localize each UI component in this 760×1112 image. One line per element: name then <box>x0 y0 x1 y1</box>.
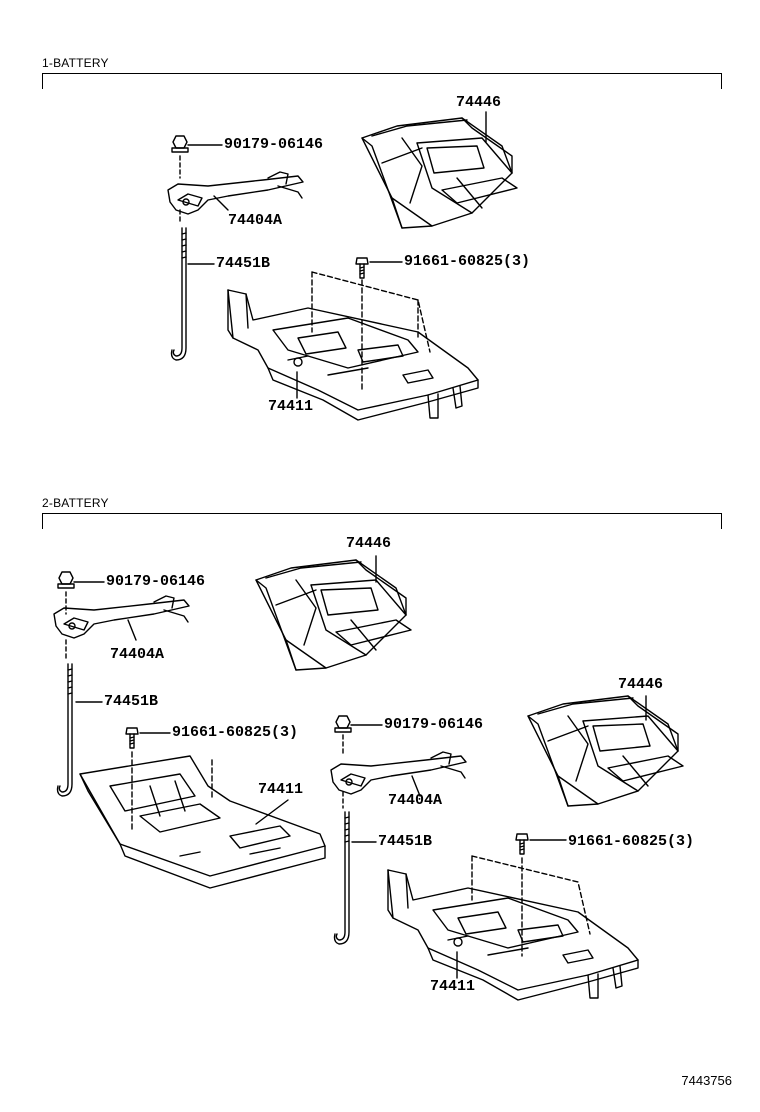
s2a-label-bolt: 91661-60825(3) <box>172 724 299 741</box>
s2a-rod-74451B <box>56 663 73 797</box>
s2b-bolt <box>515 833 529 855</box>
s1-label-clamp: 74404A <box>228 212 283 229</box>
s2a-label-clamp: 74404A <box>110 646 165 663</box>
s1-cover-74446 <box>361 117 518 229</box>
s1-label-tray: 74411 <box>268 398 314 415</box>
s2a-nut <box>57 571 75 589</box>
section-title-2-battery: 2-BATTERY <box>42 496 109 510</box>
s2b-tray-74411 <box>387 869 639 1001</box>
s2a-label-tray: 74411 <box>258 781 304 798</box>
s2a-label-nut: 90179-06146 <box>106 573 206 590</box>
s2a-bolt <box>125 727 139 749</box>
section-bracket-2 <box>42 513 722 529</box>
s2b-label-tray: 74411 <box>430 978 476 995</box>
s2a-label-cover: 74446 <box>346 535 392 552</box>
s1-label-rod: 74451B <box>216 255 271 272</box>
section-title-1-battery: 1-BATTERY <box>42 56 109 70</box>
s2b-clamp-74404A <box>330 751 467 795</box>
s2b-label-rod: 74451B <box>378 833 433 850</box>
figure-number: 7443756 <box>681 1073 732 1088</box>
s1-bolt <box>355 257 369 279</box>
section-bracket-1 <box>42 73 722 89</box>
s2b-nut <box>334 715 352 733</box>
s1-label-cover: 74446 <box>456 94 502 111</box>
s1-label-bolt: 91661-60825(3) <box>404 253 531 270</box>
s2b-label-nut: 90179-06146 <box>384 716 484 733</box>
s2a-tray-74411 <box>79 755 326 889</box>
s2a-clamp-74404A <box>53 595 190 639</box>
s2b-label-cover: 74446 <box>618 676 664 693</box>
s2b-rod-74451B <box>333 811 350 945</box>
s2b-label-clamp: 74404A <box>388 792 443 809</box>
s2a-cover-74446 <box>255 559 412 671</box>
s1-label-nut: 90179-06146 <box>224 136 324 153</box>
s1-nut <box>171 135 189 153</box>
s1-tray-74411 <box>227 289 479 421</box>
s2b-cover-74446 <box>527 695 684 807</box>
s2b-label-bolt: 91661-60825(3) <box>568 833 695 850</box>
s1-clamp-74404A <box>167 171 304 215</box>
s1-rod-74451B <box>170 227 187 361</box>
s2a-label-rod: 74451B <box>104 693 159 710</box>
